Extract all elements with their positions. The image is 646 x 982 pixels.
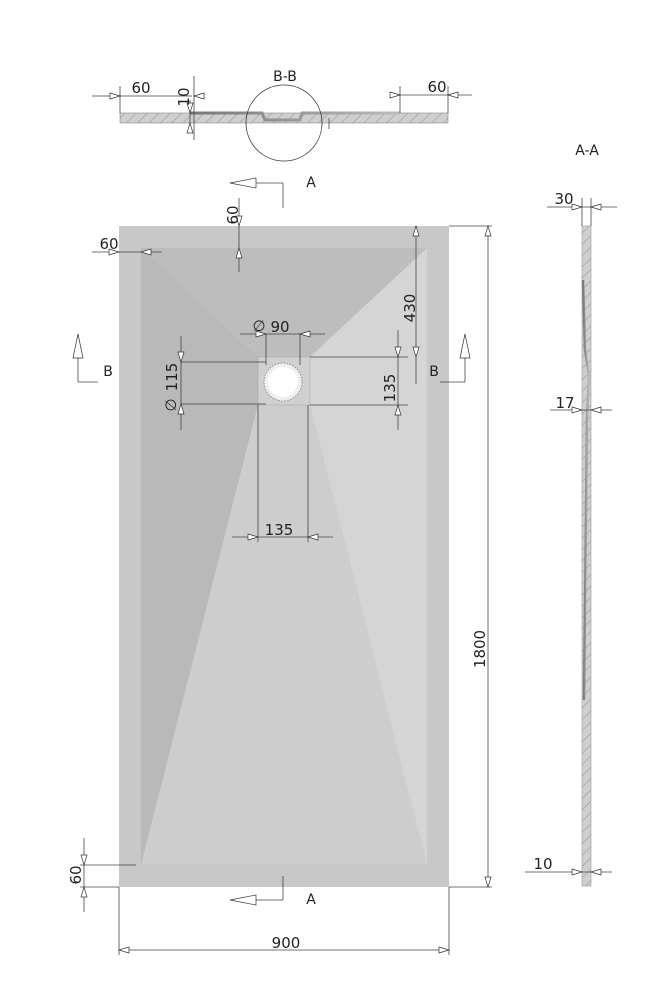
cut-label-a-top: A — [306, 175, 316, 191]
cut-label-b-right: B — [429, 364, 439, 380]
dim-length-1800: 1800 — [449, 224, 492, 889]
dim-left-60: 60 — [92, 235, 162, 256]
dim-width-900: 900 — [117, 887, 451, 955]
drain-hole — [268, 367, 298, 397]
aa-section-label: A-A — [575, 143, 599, 159]
aa-30-label: 30 — [554, 190, 573, 208]
bb-slab — [119, 112, 449, 124]
cut-label-b-left: B — [103, 364, 113, 380]
dim-drain-430: 430 — [401, 224, 420, 384]
cut-mark-a-bottom: A — [229, 876, 316, 908]
cut-mark-b-left: B — [72, 333, 113, 383]
dim-drain-430-label: 430 — [401, 294, 419, 323]
cut-label-a-bottom: A — [306, 892, 316, 908]
cut-mark-b-right: B — [429, 333, 471, 383]
aa-slope-surface — [581, 279, 591, 701]
bb-detail-circle — [245, 84, 323, 162]
aa-17-label: 17 — [555, 394, 574, 412]
bb-slope-surface — [190, 111, 400, 122]
dim-drain-90-label: 90 — [270, 318, 289, 336]
diameter-symbol-115: ∅ — [162, 398, 180, 411]
dim-length-1800-label: 1800 — [471, 630, 489, 668]
dim-left-60-label: 60 — [99, 235, 118, 253]
aa-10-label: 10 — [533, 855, 552, 873]
bb-thickness-10-label: 10 — [175, 87, 193, 106]
dim-top-60-label: 60 — [224, 205, 242, 224]
dim-drain-135-v-label: 135 — [381, 374, 399, 403]
dim-drain-135-h-label: 135 — [265, 521, 294, 539]
tray-plan — [119, 226, 449, 887]
dim-drain-115-label: 115 — [163, 363, 181, 392]
section-aa: A-A 30 17 10 — [525, 143, 617, 887]
diameter-symbol-90: ∅ — [252, 317, 265, 335]
dim-width-900-label: 900 — [272, 934, 301, 952]
dim-drain-115: ∅ 115 — [162, 336, 266, 430]
bb-left-60-label: 60 — [131, 79, 150, 97]
tray-facet-bottom — [141, 405, 427, 865]
dim-bottom-60-label: 60 — [67, 865, 85, 884]
dim-drain-90: ∅ 90 — [240, 317, 325, 365]
tray-facet-top — [141, 248, 427, 357]
cut-mark-a-top: A — [229, 175, 316, 208]
dim-drain-135-vertical: 135 — [310, 330, 408, 430]
dim-top-60: 60 — [224, 198, 243, 272]
section-bb: B-B 60 10 60 — [92, 69, 472, 162]
dim-bottom-60: 60 — [67, 838, 136, 912]
bb-right-60-label: 60 — [427, 78, 446, 96]
bb-section-label: B-B — [273, 69, 297, 85]
dim-drain-135-horizontal: 135 — [232, 405, 333, 542]
tray-facet-left — [141, 248, 258, 865]
